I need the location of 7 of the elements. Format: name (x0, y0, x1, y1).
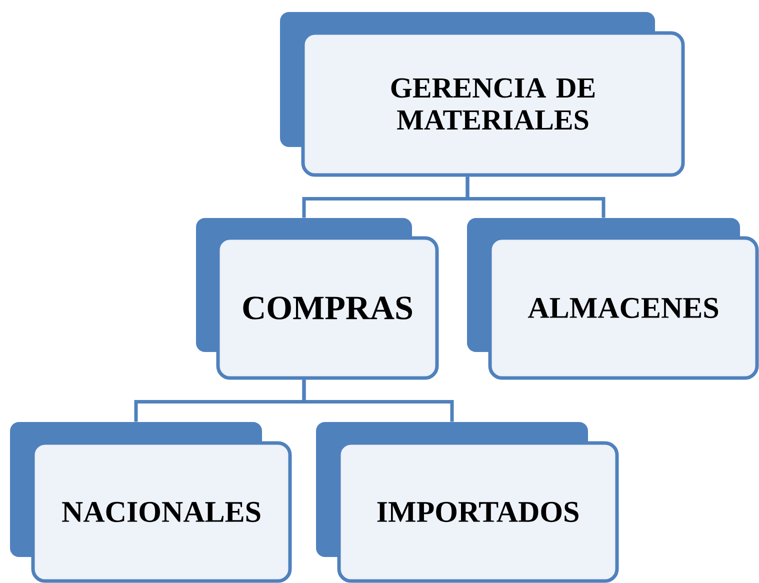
connector-line (466, 176, 606, 218)
org-box: GERENCIA DE MATERIALES (280, 12, 685, 177)
org-box: COMPRAS (196, 218, 439, 380)
org-box: NACIONALES (10, 422, 292, 583)
connector-line (302, 380, 454, 422)
org-box: IMPORTADOS (316, 422, 619, 583)
org-box: ALMACENES (467, 218, 759, 380)
